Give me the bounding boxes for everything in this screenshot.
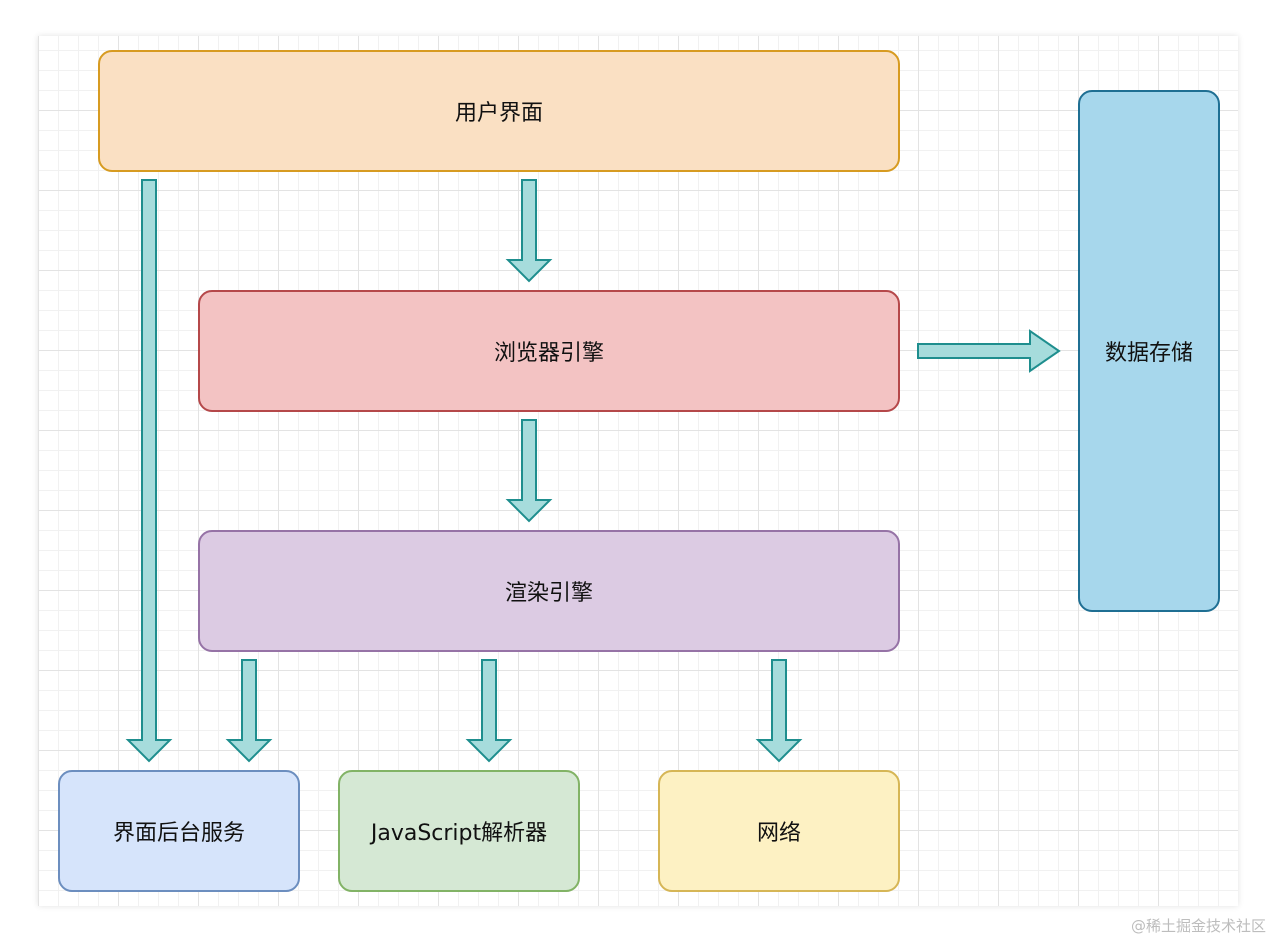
- node-ui-backend: 界面后台服务: [58, 770, 300, 892]
- arrow-rendering-to-javascript-interpreter: [465, 659, 513, 763]
- node-data-storage: 数据存储: [1078, 90, 1220, 612]
- arrow-ui-to-ui-backend: [125, 179, 173, 763]
- arrow-rendering-to-ui-backend: [225, 659, 273, 763]
- arrow-rendering-to-networking: [755, 659, 803, 763]
- node-user-interface: 用户界面: [98, 50, 900, 172]
- arrow-ui-to-browser-engine: [505, 179, 553, 283]
- node-rendering-engine: 渲染引擎: [198, 530, 900, 652]
- watermark: @稀土掘金技术社区: [1130, 917, 1266, 935]
- node-networking: 网络: [658, 770, 900, 892]
- diagram-canvas: [38, 36, 1238, 906]
- arrow-browser-to-rendering-engine: [505, 419, 553, 523]
- arrow-browser-to-data-storage: [917, 329, 1061, 373]
- node-javascript-interpreter: JavaScript解析器: [338, 770, 580, 892]
- node-browser-engine: 浏览器引擎: [198, 290, 900, 412]
